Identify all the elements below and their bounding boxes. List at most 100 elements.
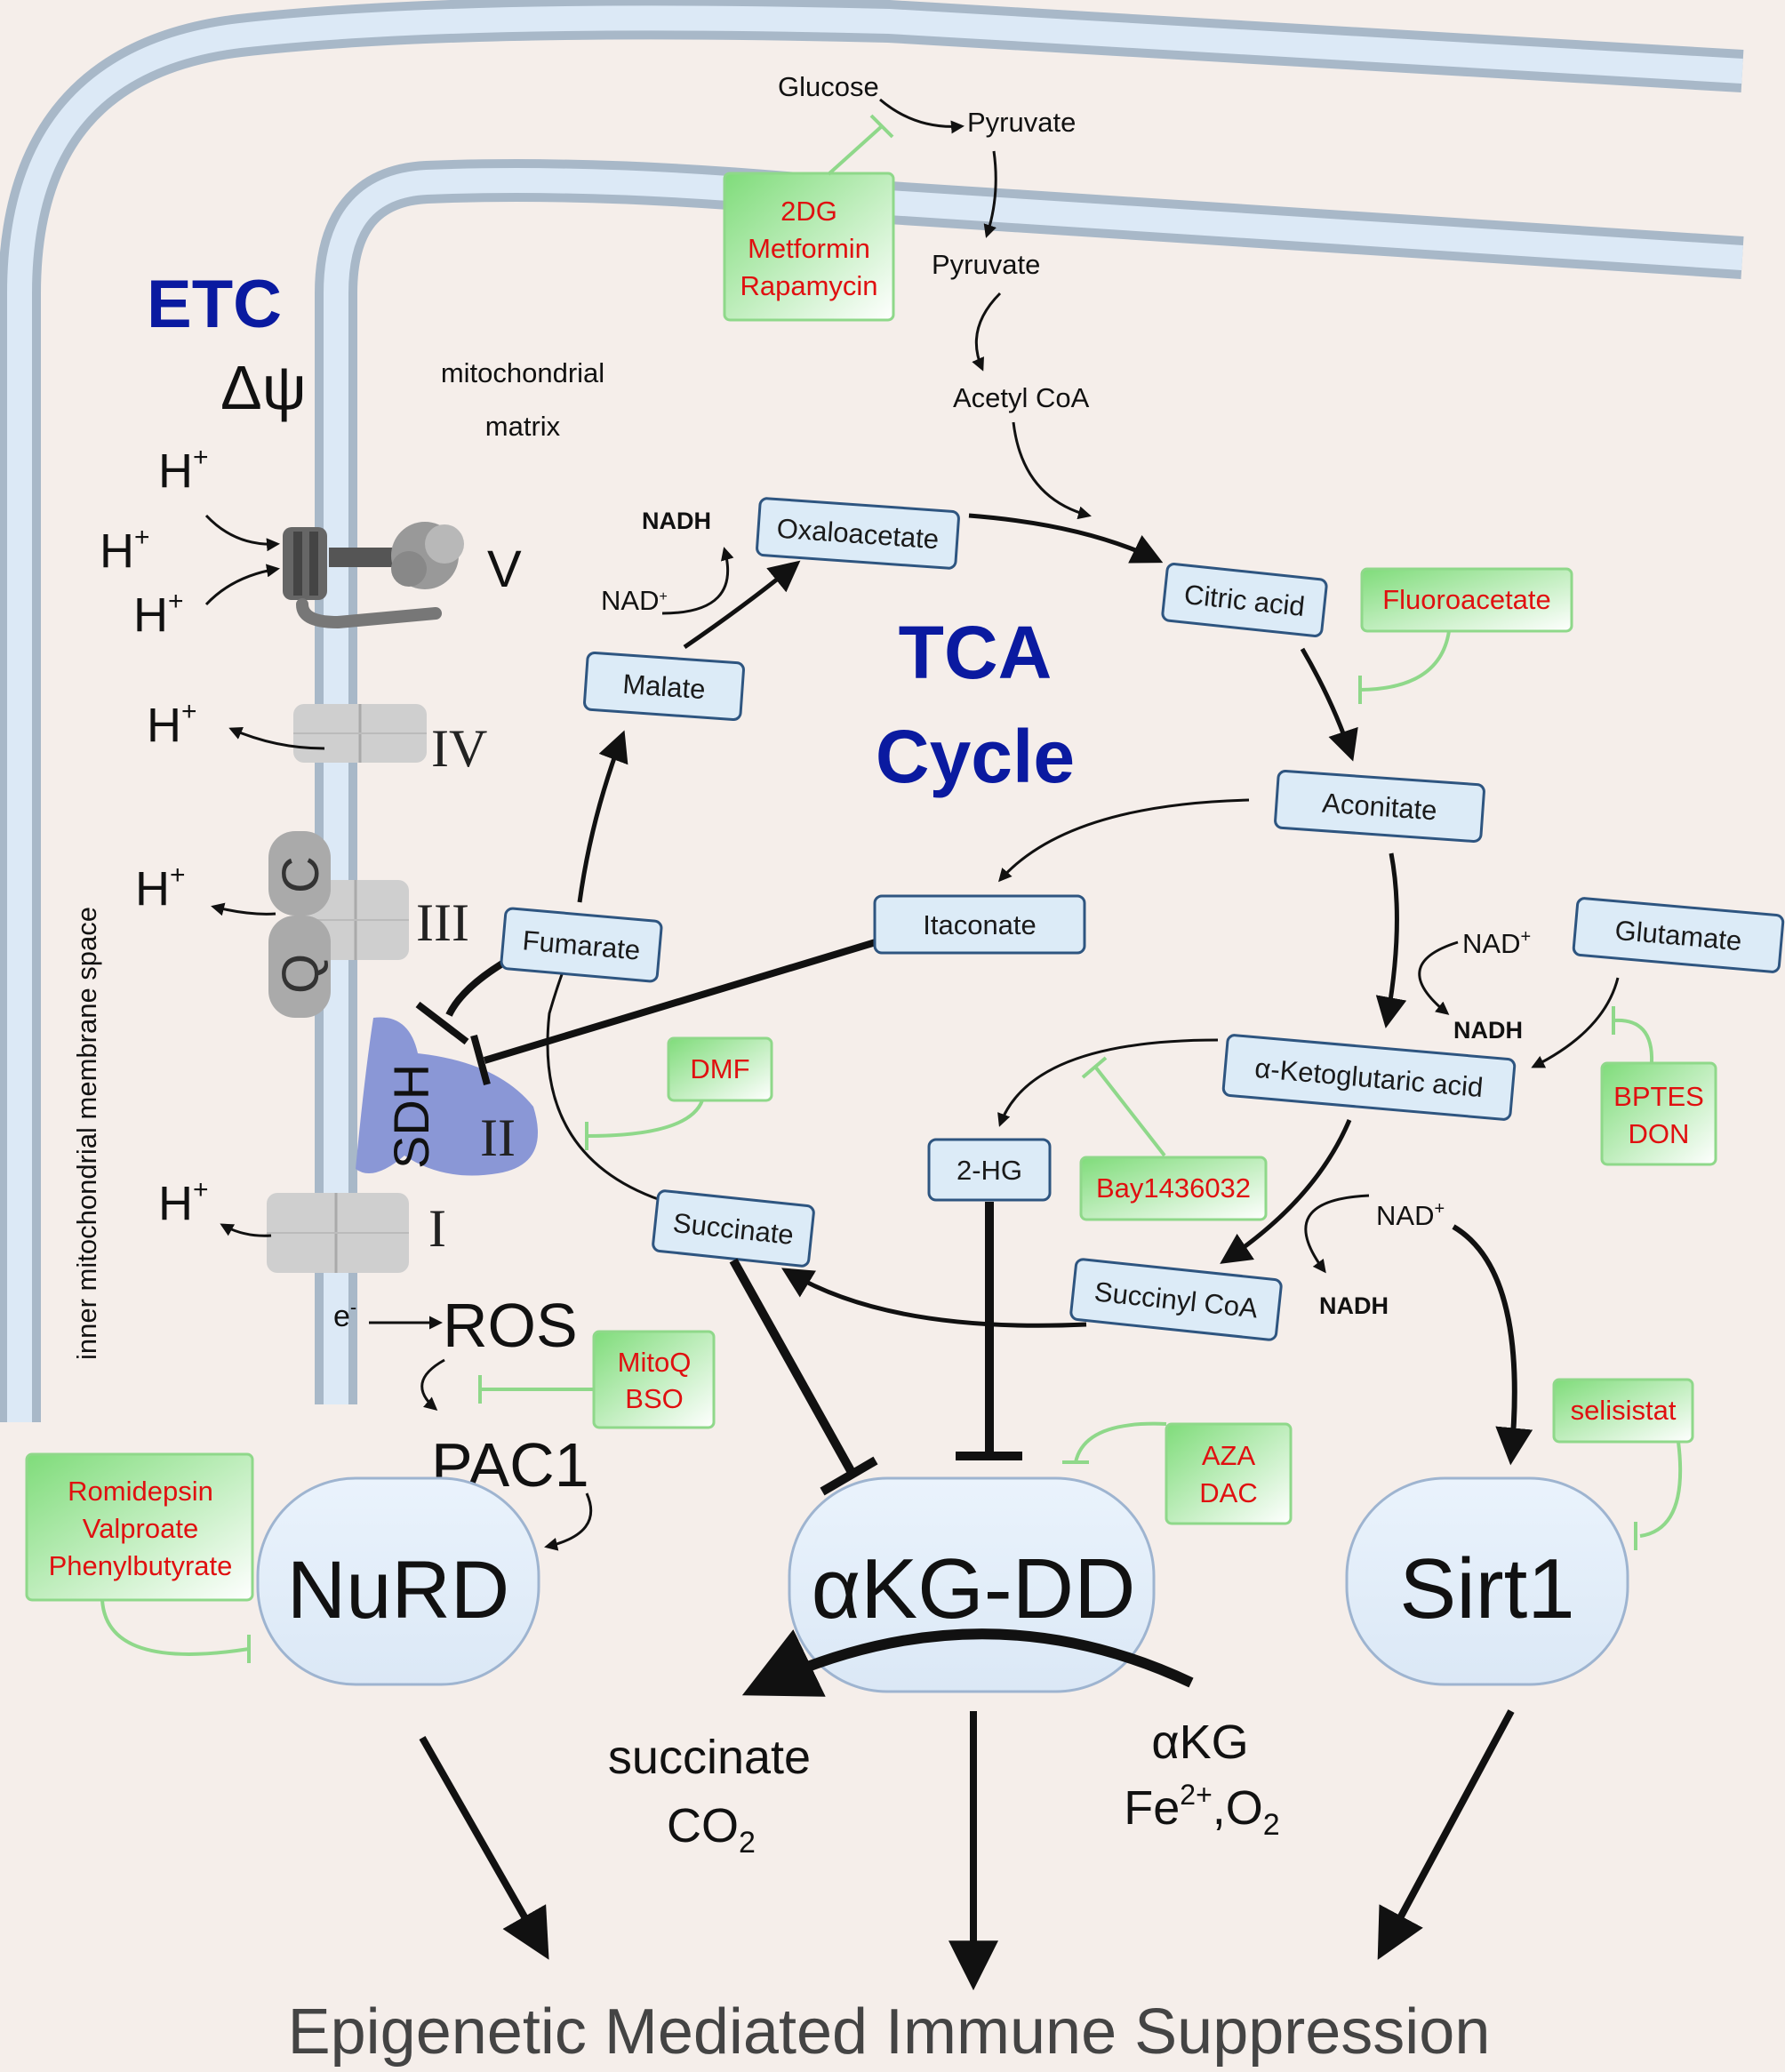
arrow-ros-to-pac1	[420, 1358, 445, 1411]
q-carrier: Q	[268, 916, 331, 1018]
inhibitor-bay1436032: Bay1436032	[1079, 1156, 1268, 1221]
inhibitor-aza-dac: AZA DAC	[1165, 1422, 1293, 1525]
enzyme-sirt1: Sirt1	[1345, 1476, 1629, 1686]
arrow-hplus-iii	[211, 902, 276, 916]
arrow-succinate-fumarate	[546, 953, 661, 1202]
arrow-glutamate-akg	[1531, 977, 1620, 1068]
inhibitor-selisistat: selisistat	[1552, 1378, 1694, 1444]
node-glutamate: Glutamate	[1572, 897, 1785, 973]
arrow-nad-sirt1	[1452, 1224, 1533, 1466]
complex-ii-label: II	[480, 1108, 516, 1167]
arrow-pac1-to-nurd	[544, 1492, 593, 1551]
acetyl-coa-label: Acetyl CoA	[953, 382, 1090, 413]
svg-text:Itaconate: Itaconate	[923, 909, 1037, 940]
svg-text:AZA: AZA	[1202, 1440, 1256, 1471]
svg-text:BSO: BSO	[625, 1383, 683, 1414]
svg-text:2DG: 2DG	[780, 196, 837, 227]
svg-text:Sirt1: Sirt1	[1399, 1541, 1574, 1636]
arrow-pyruvate-transport	[983, 150, 997, 238]
svg-text:Q: Q	[272, 954, 330, 994]
inhibit-2hg-akgdd	[956, 1202, 1022, 1460]
arrow-hplus-i	[220, 1223, 272, 1237]
svg-text:Metformin: Metformin	[748, 233, 870, 264]
complex-iv-label: IV	[431, 719, 487, 778]
svg-text:MitoQ: MitoQ	[618, 1347, 692, 1378]
svg-text:H+: H+	[147, 697, 197, 752]
inhibit-line-hdac	[100, 1599, 251, 1663]
inhibit-fumarate-sdh	[415, 955, 514, 1045]
complex-v-label: V	[487, 540, 522, 598]
node-malate: Malate	[583, 651, 745, 722]
complex-v	[283, 522, 464, 629]
succinate-product-label: succinate	[608, 1731, 811, 1784]
matrix-label-2: matrix	[485, 411, 561, 442]
arrow-nurd-output	[419, 1736, 549, 1960]
fe-o2-label: Fe2+,O2	[1124, 1779, 1279, 1842]
inhibitor-hdac: Romidepsin Valproate Phenylbutyrate	[25, 1452, 254, 1602]
inhibit-itaconate-sdh	[470, 939, 877, 1086]
svg-text:BPTES: BPTES	[1613, 1081, 1704, 1112]
svg-text:Phenylbutyrate: Phenylbutyrate	[49, 1550, 233, 1581]
arrow-nad-nadh-malate	[661, 547, 734, 615]
svg-text:H+: H+	[158, 1175, 209, 1230]
tca-title-2: Cycle	[876, 715, 1075, 798]
inhibit-line-mitoq	[478, 1375, 594, 1404]
arrow-succinylcoa-succinate	[781, 1268, 1087, 1328]
hplus-iv: H+	[147, 697, 197, 752]
arrow-fumarate-malate	[577, 730, 628, 903]
svg-text:H+: H+	[100, 523, 150, 578]
svg-text:Valproate: Valproate	[83, 1513, 198, 1544]
inhibit-succinate-akgdd	[729, 1258, 878, 1496]
node-citric-acid: Citric acid	[1161, 563, 1328, 637]
svg-text:NuRD: NuRD	[287, 1545, 509, 1636]
inhibitor-glycolysis: 2DG Metformin Rapamycin	[723, 172, 895, 322]
nad-succinyl-label: NAD+	[1376, 1199, 1445, 1231]
bottom-title: Epigenetic Mediated Immune Suppression	[288, 1996, 1491, 2068]
arrow-nad-nadh-akg	[1418, 940, 1459, 1015]
akg-substrate-label: αKG	[1151, 1716, 1248, 1769]
node-aconitate: Aconitate	[1274, 770, 1485, 843]
akgdd-reaction-arc	[741, 1628, 1194, 1697]
delta-psi-label: Δψ	[220, 353, 307, 422]
node-succinate: Succinate	[652, 1189, 815, 1268]
complex-i	[267, 1193, 409, 1273]
hplus-i: H+	[158, 1175, 209, 1230]
svg-text:e-: e-	[333, 1296, 356, 1333]
nadh-succinyl-label: NADH	[1319, 1292, 1389, 1319]
glucose-label: Glucose	[778, 71, 879, 102]
node-2hg: 2-HG	[927, 1138, 1052, 1202]
inhibitor-mitoq-bso: MitoQ BSO	[592, 1330, 716, 1429]
sdh-complex: SDH	[356, 1017, 538, 1176]
svg-text:2-HG: 2-HG	[957, 1155, 1022, 1186]
imm-space-label: inner mitochondrial membrane space	[71, 907, 102, 1360]
pyruvate-mito-label: Pyruvate	[932, 249, 1040, 280]
inhibit-line-selisistat	[1634, 1441, 1683, 1550]
hplus-v-2: H+	[100, 523, 150, 578]
matrix-label-1: mitochondrial	[441, 357, 604, 388]
enzyme-nurd: NuRD	[256, 1476, 540, 1686]
inhibitor-bptes-don: BPTES DON	[1600, 1061, 1717, 1166]
nad-malate-label: NAD+	[601, 585, 668, 616]
node-succinyl-coa: Succinyl CoA	[1069, 1258, 1283, 1341]
arrow-citric-aconitate	[1300, 647, 1358, 762]
nadh-akg-label: NADH	[1453, 1017, 1523, 1044]
hplus-iii: H+	[135, 860, 186, 916]
pyruvate-cyto-label: Pyruvate	[967, 107, 1076, 138]
co2-label: CO2	[667, 1799, 756, 1860]
electron-label: e-	[333, 1296, 356, 1333]
arrow-glucose-pyruvate	[879, 98, 965, 134]
complex-i-label: I	[428, 1199, 446, 1258]
svg-text:DAC: DAC	[1199, 1477, 1257, 1508]
etc-title: ETC	[147, 267, 282, 342]
svg-text:αKG-DD: αKG-DD	[812, 1541, 1136, 1636]
arrow-sirt1-output	[1377, 1709, 1515, 1960]
svg-text:Bay1436032: Bay1436032	[1096, 1172, 1251, 1204]
arrow-acetylcoa-citric	[1012, 421, 1092, 520]
inhibitor-fluoroacetate: Fluoroacetate	[1360, 567, 1573, 633]
svg-text:Rapamycin: Rapamycin	[740, 270, 877, 301]
svg-text:C: C	[272, 856, 330, 893]
inhibit-line-bay	[1081, 1056, 1166, 1157]
nad-akg-label: NAD+	[1462, 927, 1531, 959]
arrow-hplus-v-1	[204, 514, 280, 552]
